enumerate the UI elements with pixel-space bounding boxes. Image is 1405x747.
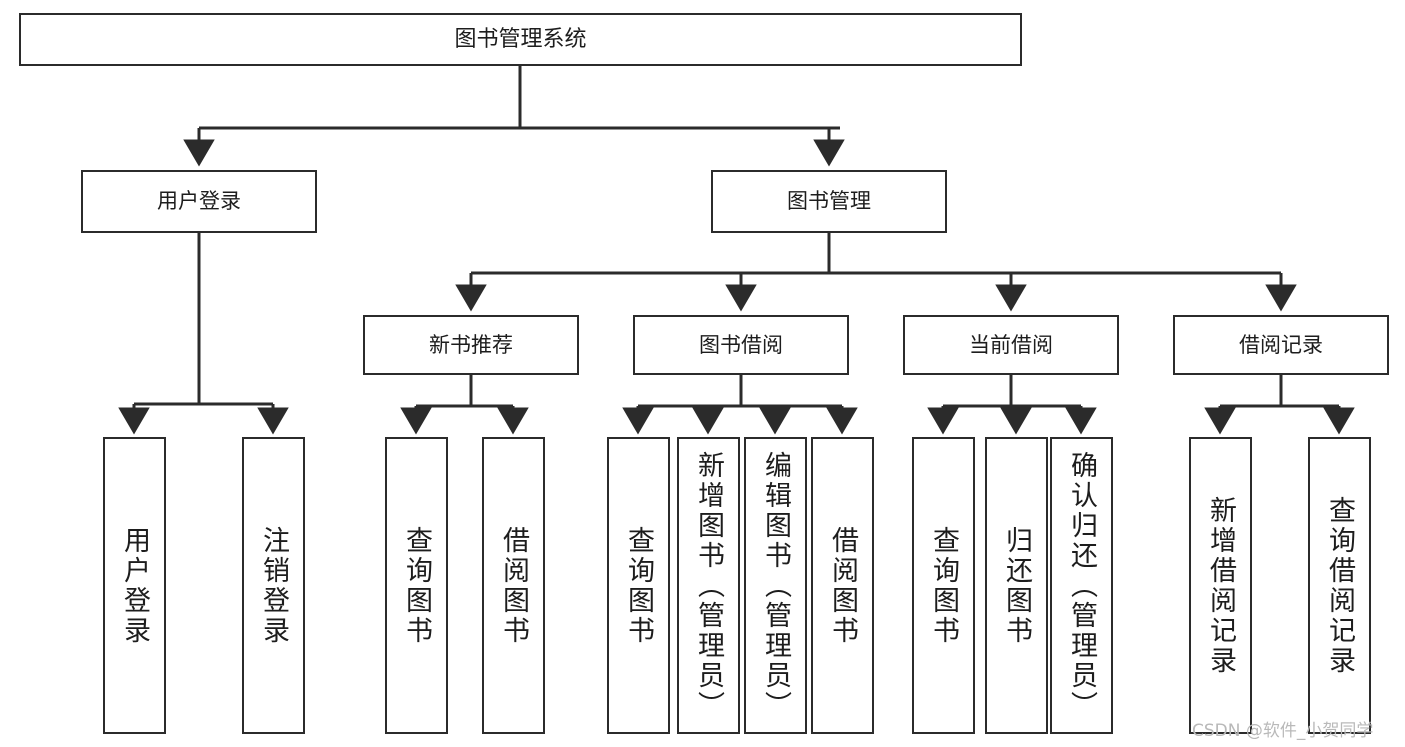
node-leaf-confirm-return[interactable]: 确认归还（管理员）: [1050, 437, 1113, 734]
node-root-label: 图书管理系统: [454, 26, 587, 52]
node-book-borrow[interactable]: 图书借阅: [633, 315, 849, 375]
node-leaf-query-book-1-label: 查询图书: [401, 525, 432, 646]
node-leaf-query-book-3[interactable]: 查询图书: [912, 437, 975, 734]
node-leaf-user-login[interactable]: 用户登录: [103, 437, 166, 734]
node-leaf-query-book-2[interactable]: 查询图书: [607, 437, 670, 734]
node-borrow-record[interactable]: 借阅记录: [1173, 315, 1389, 375]
node-leaf-borrow-book-2[interactable]: 借阅图书: [811, 437, 874, 734]
node-leaf-query-record-label: 查询借阅记录: [1324, 495, 1355, 676]
node-current-borrow[interactable]: 当前借阅: [903, 315, 1119, 375]
node-current-borrow-label: 当前借阅: [969, 332, 1053, 357]
node-leaf-borrow-book-1-label: 借阅图书: [498, 525, 529, 646]
csdn-watermark: CSDN @软件_小贺同学: [1192, 721, 1374, 741]
node-leaf-add-book-label: 新增图书（管理员）: [693, 450, 724, 721]
node-new-book-rec-label: 新书推荐: [429, 332, 513, 357]
node-leaf-logout-login[interactable]: 注销登录: [242, 437, 305, 734]
node-leaf-query-record[interactable]: 查询借阅记录: [1308, 437, 1371, 734]
node-leaf-query-book-2-label: 查询图书: [623, 525, 654, 646]
node-leaf-add-book[interactable]: 新增图书（管理员）: [677, 437, 740, 734]
node-new-book-rec[interactable]: 新书推荐: [363, 315, 579, 375]
node-book-borrow-label: 图书借阅: [699, 332, 783, 357]
node-user-login[interactable]: 用户登录: [81, 170, 317, 233]
node-leaf-query-book-3-label: 查询图书: [928, 525, 959, 646]
node-leaf-return-book-label: 归还图书: [1001, 525, 1032, 646]
node-root[interactable]: 图书管理系统: [19, 13, 1022, 66]
node-book-manage[interactable]: 图书管理: [711, 170, 947, 233]
node-leaf-add-record-label: 新增借阅记录: [1205, 495, 1236, 676]
node-user-login-label: 用户登录: [157, 189, 241, 214]
node-leaf-query-book-1[interactable]: 查询图书: [385, 437, 448, 734]
node-leaf-borrow-book-1[interactable]: 借阅图书: [482, 437, 545, 734]
node-leaf-edit-book-label: 编辑图书（管理员）: [760, 450, 791, 721]
node-leaf-edit-book[interactable]: 编辑图书（管理员）: [744, 437, 807, 734]
node-leaf-logout-login-label: 注销登录: [258, 525, 289, 646]
node-leaf-user-login-label: 用户登录: [119, 525, 150, 646]
node-leaf-confirm-return-label: 确认归还（管理员）: [1066, 450, 1097, 721]
node-borrow-record-label: 借阅记录: [1239, 332, 1323, 357]
node-leaf-borrow-book-2-label: 借阅图书: [827, 525, 858, 646]
node-leaf-add-record[interactable]: 新增借阅记录: [1189, 437, 1252, 734]
node-leaf-return-book[interactable]: 归还图书: [985, 437, 1048, 734]
node-book-manage-label: 图书管理: [787, 189, 871, 214]
